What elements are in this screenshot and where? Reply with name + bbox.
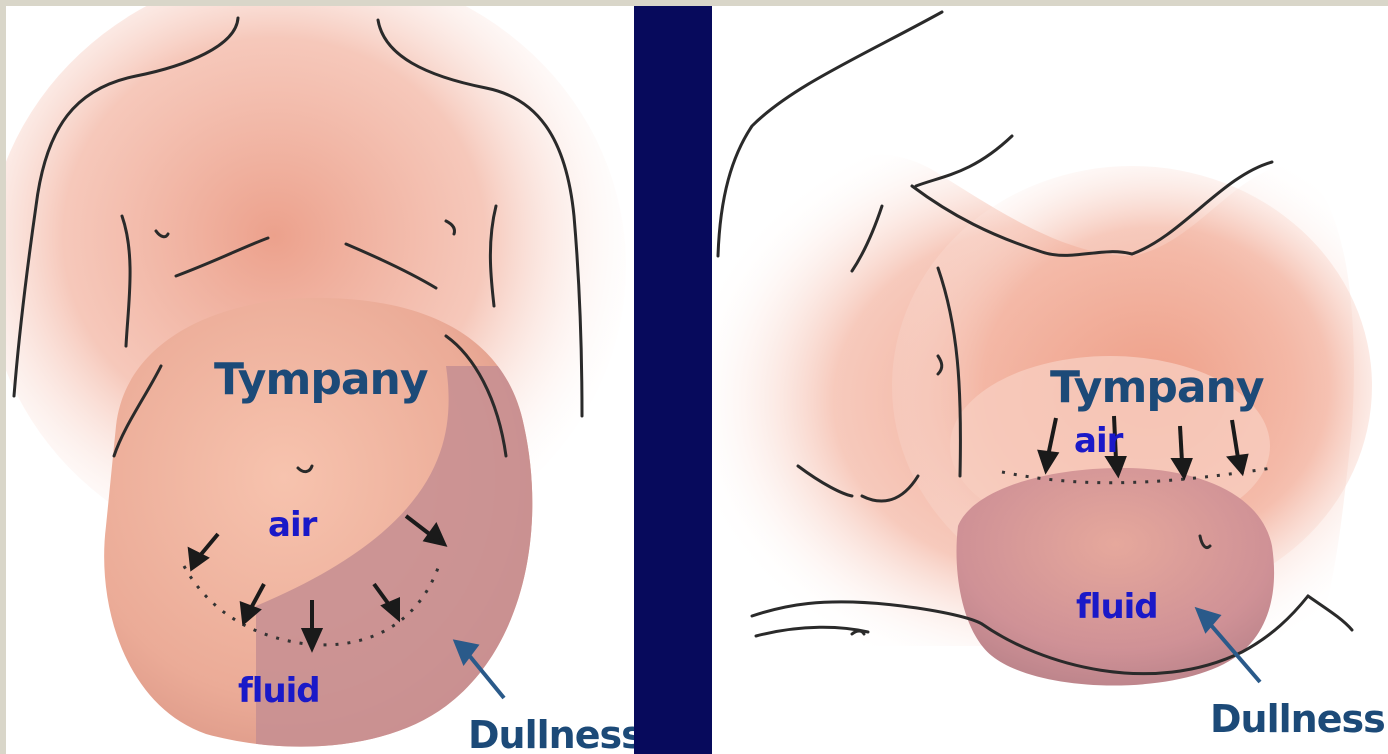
tympany-label: Tympany <box>214 358 428 402</box>
tympany-label: Tympany <box>1050 366 1264 410</box>
panel-divider <box>634 6 712 754</box>
air-label: air <box>1074 424 1122 458</box>
air-label: air <box>268 508 316 542</box>
fluid-label: fluid <box>238 674 320 708</box>
dullness-label: Dullness <box>1210 700 1385 738</box>
supine-panel: Tympany air fluid Dullness <box>6 6 634 754</box>
lateral-decubitus-panel: Tympany air fluid Dullness <box>712 6 1388 754</box>
dullness-label: Dullness <box>468 716 634 754</box>
fluid-label: fluid <box>1076 590 1158 624</box>
